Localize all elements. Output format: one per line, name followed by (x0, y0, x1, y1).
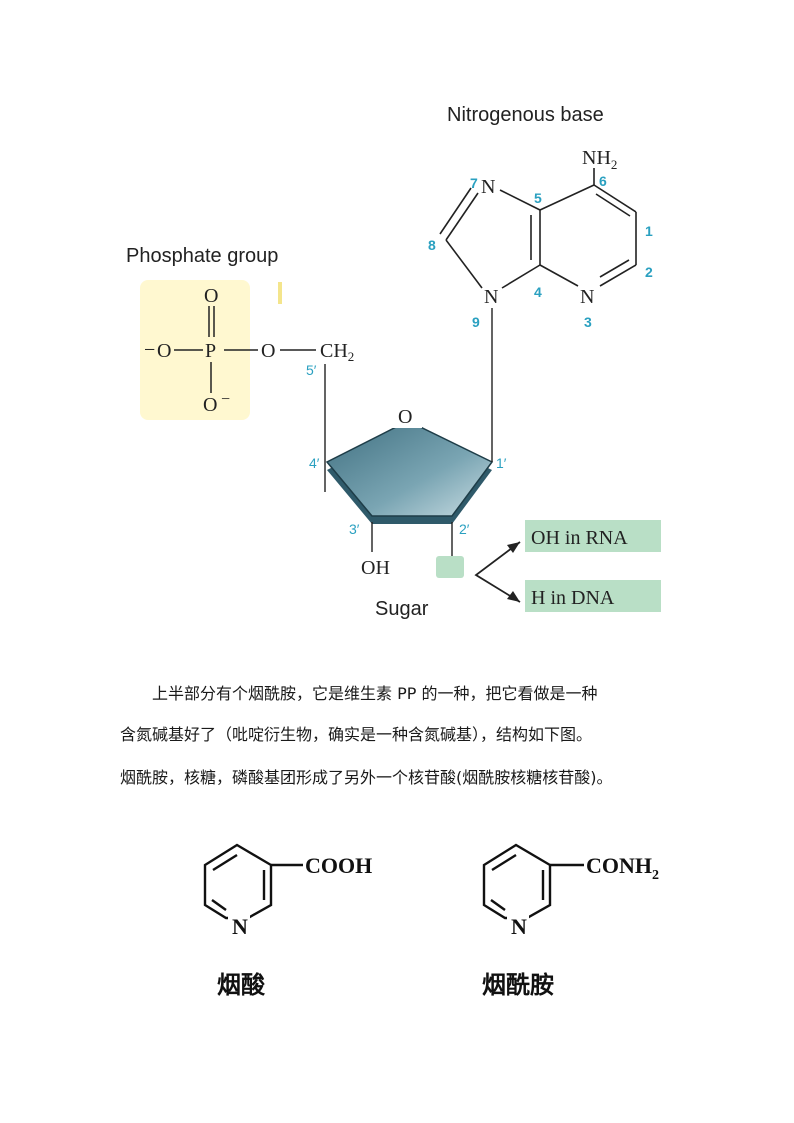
nitrogen-7: N (481, 176, 495, 198)
svg-text:4′: 4′ (309, 455, 320, 471)
paragraph-line-1: 上半部分有个烟酰胺，它是维生素 PP 的一种，把它看做是一种 (152, 684, 598, 703)
svg-text:2: 2 (645, 264, 653, 280)
phosphate-oxygen-right: O (261, 340, 275, 362)
nh2-group: NH2 (582, 147, 617, 172)
minus-sign: − (144, 339, 155, 361)
dna-label: H in DNA (531, 587, 615, 609)
sugar-position-labels: 5′ 4′ 1′ 3′ 2′ (306, 362, 507, 537)
phosphate-group-title: Phosphate group (126, 245, 278, 267)
svg-text:4: 4 (534, 284, 542, 300)
rna-label: OH in RNA (531, 527, 628, 549)
svg-text:9: 9 (472, 314, 480, 330)
phosphate-oxygen-left: O (157, 340, 171, 362)
nicotinic-acid-ring (203, 843, 303, 920)
branch-arrow (474, 541, 521, 603)
minus-sign: − (221, 391, 230, 408)
rna-label-highlight (525, 520, 661, 552)
svg-text:7: 7 (470, 175, 478, 191)
dna-label-highlight (525, 580, 661, 612)
nicotinamide-name: 烟酰胺 (482, 971, 554, 999)
nicotinic-acid-name: 烟酸 (217, 971, 266, 999)
c2-substituent-highlight (436, 556, 464, 578)
purine-atoms: NH2 N N N (481, 147, 617, 308)
ch2-group: CH2 (320, 340, 354, 364)
phosphate-highlight-mark (278, 282, 282, 304)
nitrogen-9: N (484, 286, 498, 308)
nitrogen-3: N (580, 286, 594, 308)
svg-text:8: 8 (428, 237, 436, 253)
svg-text:3: 3 (584, 314, 592, 330)
sugar-title: Sugar (375, 598, 429, 620)
phosphate-oxygen-top: O (204, 285, 218, 307)
svg-text:1′: 1′ (496, 455, 507, 471)
nitrogenous-base-title: Nitrogenous base (447, 104, 604, 126)
nicotinic-acid-nitrogen: N (232, 914, 248, 939)
purine-position-labels: 7 5 6 1 2 8 4 9 3 (428, 173, 653, 330)
cooh-group: COOH (305, 853, 372, 878)
svg-text:1: 1 (645, 223, 653, 239)
svg-text:6: 6 (599, 173, 607, 189)
oh-group: OH (361, 557, 390, 579)
nicotinamide-nitrogen: N (511, 914, 527, 939)
svg-text:5′: 5′ (306, 362, 317, 378)
paragraph-line-3: 烟酰胺，核糖，磷酸基团形成了另外一个核苷酸(烟酰胺核糖核苷酸)。 (120, 768, 613, 787)
paragraph-line-2: 含氮碱基好了（吡啶衍生物，确实是一种含氮碱基），结构如下图。 (120, 725, 593, 744)
ring-oxygen: O (398, 406, 412, 428)
arrow-head-rna (507, 542, 520, 553)
phosphate-group: O − O P O CH2 O − (144, 285, 354, 416)
purine-ring (439, 168, 637, 289)
phosphate-oxygen-bottom: O (203, 394, 217, 416)
phosphorus-atom: P (205, 340, 216, 362)
svg-text:3′: 3′ (349, 521, 360, 537)
svg-text:5: 5 (534, 190, 542, 206)
conh2-group: CONH2 (586, 853, 659, 883)
sugar-ring: O (325, 402, 494, 524)
svg-text:2′: 2′ (459, 521, 470, 537)
nicotinamide-ring (482, 843, 584, 920)
arrow-head-dna (507, 591, 520, 602)
